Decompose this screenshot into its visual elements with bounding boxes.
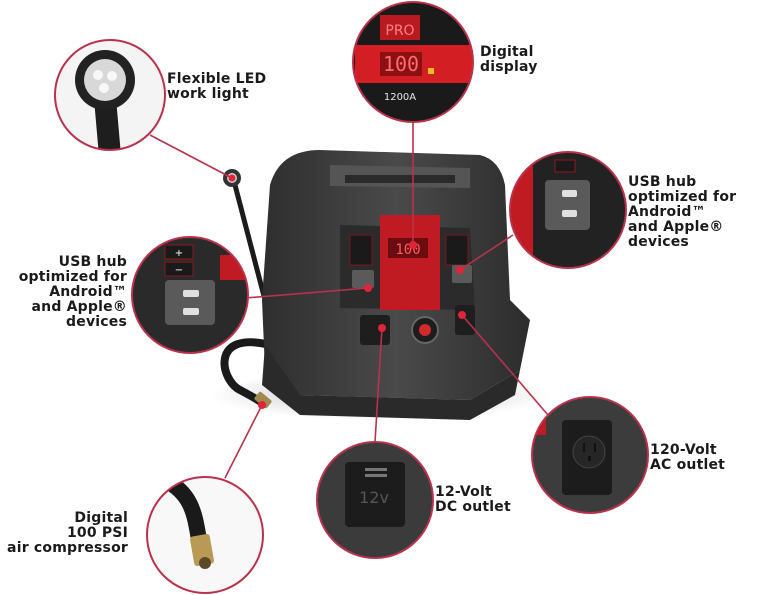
label-line: AC outlet — [650, 457, 726, 473]
led-callout-image — [55, 40, 165, 150]
label-usb-hub-left: USB hub optimized for Android™ and Apple… — [0, 255, 127, 330]
compressor-callout-image — [147, 477, 263, 593]
label-line: Android™ — [49, 284, 127, 300]
display-callout-image: PRO 100 1200A — [353, 2, 473, 122]
label-line: 100 PSI — [66, 525, 128, 541]
label-line: Android™ — [628, 204, 706, 220]
usb-right-callout-image — [510, 152, 626, 268]
label-line: USB hub — [58, 254, 127, 270]
label-line: 120-Volt — [650, 442, 717, 458]
svg-text:100: 100 — [383, 52, 419, 76]
label-line: DC outlet — [435, 499, 511, 515]
label-led-work-light: Flexible LED work light — [167, 72, 266, 102]
label-line: USB hub — [628, 174, 697, 190]
svg-text:12v: 12v — [359, 488, 389, 507]
svg-text:PRO: PRO — [385, 23, 414, 39]
label-usb-hub-right: USB hub optimized for Android™ and Apple… — [628, 175, 736, 250]
label-line: display — [480, 59, 538, 75]
label-line: Digital — [480, 44, 534, 60]
ac-callout-image — [532, 397, 648, 513]
dc-callout-image: 12v — [317, 442, 433, 558]
label-line: devices — [628, 234, 689, 250]
label-ac-outlet: 120-Volt AC outlet — [650, 443, 725, 473]
label-line: optimized for — [18, 269, 127, 285]
usb-left-callout-image: + − — [132, 237, 248, 353]
label-line: optimized for — [628, 189, 737, 205]
label-dc-outlet: 12-Volt DC outlet — [435, 485, 511, 515]
label-air-compressor: Digital 100 PSI air compressor — [0, 511, 128, 556]
jump-starter-unit: 100 — [262, 150, 530, 420]
label-line: Flexible LED — [167, 71, 267, 87]
svg-text:+: + — [175, 248, 183, 259]
label-line: 12-Volt — [435, 484, 492, 500]
label-line: work light — [167, 86, 249, 102]
label-line: and Apple® — [628, 219, 724, 235]
label-line: devices — [66, 314, 127, 330]
label-digital-display: Digital display — [480, 45, 538, 75]
label-line: and Apple® — [31, 299, 127, 315]
svg-text:1200A: 1200A — [384, 92, 416, 103]
label-line: Digital — [74, 510, 128, 526]
label-line: air compressor — [7, 540, 128, 556]
svg-text:−: − — [175, 265, 183, 276]
